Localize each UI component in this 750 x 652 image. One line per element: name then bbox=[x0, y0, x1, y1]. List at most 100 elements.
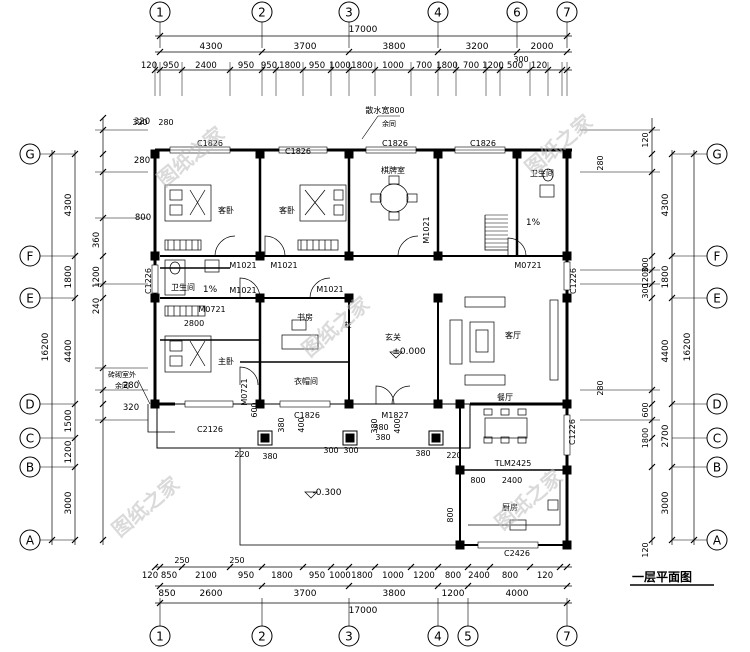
watermark: 图纸之家 bbox=[297, 291, 374, 361]
dim-left-mid: 1800 bbox=[64, 265, 74, 288]
dim-right-inner: 280 bbox=[596, 380, 605, 395]
axis-top-1: 1 bbox=[156, 6, 164, 20]
column bbox=[255, 399, 265, 409]
axis-bottom-7: 7 bbox=[563, 630, 571, 644]
room-kitchen: 厨房 bbox=[502, 502, 518, 512]
axis-right-G: G bbox=[712, 148, 721, 162]
dim-top-row2: 120 bbox=[141, 61, 157, 71]
dim-top-row2: 950 bbox=[261, 61, 277, 71]
dim-interior: 380 bbox=[373, 423, 388, 432]
dim-bottom-total: 17000 bbox=[349, 606, 378, 616]
dim-top-row2: 1200 bbox=[482, 61, 504, 71]
walls bbox=[147, 146, 572, 550]
axis-top-3: 3 bbox=[345, 6, 353, 20]
dim-interior: 2400 bbox=[502, 476, 522, 485]
dim-right-inner: 120 bbox=[641, 542, 650, 557]
dim-bottom-row2: 800 bbox=[502, 571, 518, 581]
tag-window-c1826: C1826 bbox=[197, 139, 223, 148]
axis-right-F: F bbox=[714, 250, 721, 264]
tag-door-m0721: M0721 bbox=[240, 378, 249, 405]
column bbox=[562, 293, 572, 303]
room-study: 书房 bbox=[297, 312, 313, 322]
dim-bottom-row2: 1800 bbox=[271, 571, 293, 581]
dim-bottom-row2: 120 bbox=[537, 571, 553, 581]
drawing-title: 一层平面图 bbox=[632, 570, 692, 584]
column bbox=[433, 399, 443, 409]
dim-right-inner: 1800 bbox=[641, 428, 650, 448]
dim-bottom-row2: 1800 bbox=[351, 571, 373, 581]
dim-bottom-row2: 2100 bbox=[195, 571, 217, 581]
tag-window-c2126: C2126 bbox=[197, 425, 223, 434]
tag-slope-2: 1% bbox=[203, 285, 218, 295]
dim-left-inner: 280 bbox=[123, 381, 139, 391]
dim-top-row2: 1000 bbox=[329, 61, 351, 71]
room-guest-bedroom-2: 客卧 bbox=[279, 205, 295, 215]
axis-left-B: B bbox=[26, 461, 34, 475]
dim-left-inner: 1200 bbox=[92, 266, 102, 288]
dim-left-mid: 4400 bbox=[64, 339, 74, 362]
column bbox=[455, 465, 465, 475]
tag-window-c1226: C1226 bbox=[569, 268, 578, 294]
tag-door-m1827: M1827 bbox=[381, 411, 408, 420]
watermark: 图纸之家 bbox=[520, 109, 597, 179]
dim-top-row2: 500 bbox=[507, 61, 523, 71]
column bbox=[150, 251, 160, 261]
leader-top-text: 散水宽800 bbox=[365, 105, 404, 115]
dim-interior: 300 bbox=[323, 446, 338, 455]
dim-left-inner: 240 bbox=[92, 298, 102, 314]
dim-bottom-row2: 850 bbox=[161, 571, 177, 581]
dim-bottom-small: 250 bbox=[229, 556, 244, 565]
axis-bottom-4: 4 bbox=[434, 630, 442, 644]
axis-bottom-5: 5 bbox=[464, 630, 472, 644]
dim-interior: 220 bbox=[446, 451, 461, 460]
dim-right-inner: 600 bbox=[641, 402, 650, 417]
column bbox=[150, 399, 160, 409]
column bbox=[562, 465, 572, 475]
tag-window-c1826: C1826 bbox=[294, 411, 320, 420]
tag-door-m1021: M1021 bbox=[422, 216, 431, 243]
axis-top-7: 7 bbox=[563, 6, 571, 20]
column bbox=[433, 149, 443, 159]
axis-right-B: B bbox=[713, 461, 721, 475]
dim-top-row2: 1800 bbox=[279, 61, 301, 71]
dim-right-inner: 300 bbox=[641, 283, 650, 298]
column bbox=[562, 540, 572, 550]
dim-bottom-row1: 3700 bbox=[294, 589, 317, 599]
column bbox=[344, 149, 354, 159]
level-outdoor: -0.300 bbox=[312, 488, 341, 498]
dim-interior: 800 bbox=[446, 507, 455, 522]
axis-left-G: G bbox=[25, 148, 34, 162]
room-wc-left: 卫生间 bbox=[171, 282, 195, 292]
dim-top-row1: 3200 bbox=[466, 42, 489, 52]
column bbox=[455, 540, 465, 550]
column bbox=[512, 149, 522, 159]
dim-right-mid: 2700 bbox=[661, 424, 671, 447]
column bbox=[344, 251, 354, 261]
tag-door-m1021: M1021 bbox=[229, 286, 256, 295]
dim-top-row1: 2000 bbox=[531, 42, 554, 52]
axis-top-4: 4 bbox=[434, 6, 442, 20]
axis-right-E: E bbox=[713, 292, 721, 306]
dim-bottom-row1: 850 bbox=[158, 589, 175, 599]
room-living: 客厅 bbox=[505, 330, 521, 340]
dim-bottom-row2: 1200 bbox=[413, 571, 435, 581]
dim-bottom-row2: 1000 bbox=[329, 571, 351, 581]
dim-interior: 280 bbox=[158, 118, 173, 127]
column bbox=[562, 149, 572, 159]
room-closet: 衣帽间 bbox=[294, 376, 318, 386]
dim-interior: 320 bbox=[132, 118, 147, 127]
dim-interior: 300 bbox=[343, 446, 358, 455]
dim-top-row2: 1800 bbox=[351, 61, 373, 71]
room-guest-bedroom-1: 客卧 bbox=[218, 205, 234, 215]
axis-bottom-3: 3 bbox=[345, 630, 353, 644]
axis-left-A: A bbox=[26, 534, 35, 548]
dim-left-mid: 4300 bbox=[64, 193, 74, 216]
column bbox=[433, 293, 443, 303]
watermark: 图纸之家 bbox=[490, 464, 567, 534]
axis-left-F: F bbox=[27, 250, 34, 264]
watermark: 图纸之家 bbox=[107, 471, 184, 541]
dim-bottom-row2: 950 bbox=[238, 571, 254, 581]
dim-top-row2: 950 bbox=[163, 61, 179, 71]
dim-top-row1: 3800 bbox=[383, 42, 406, 52]
tag-door-m1021: M1021 bbox=[270, 261, 297, 270]
